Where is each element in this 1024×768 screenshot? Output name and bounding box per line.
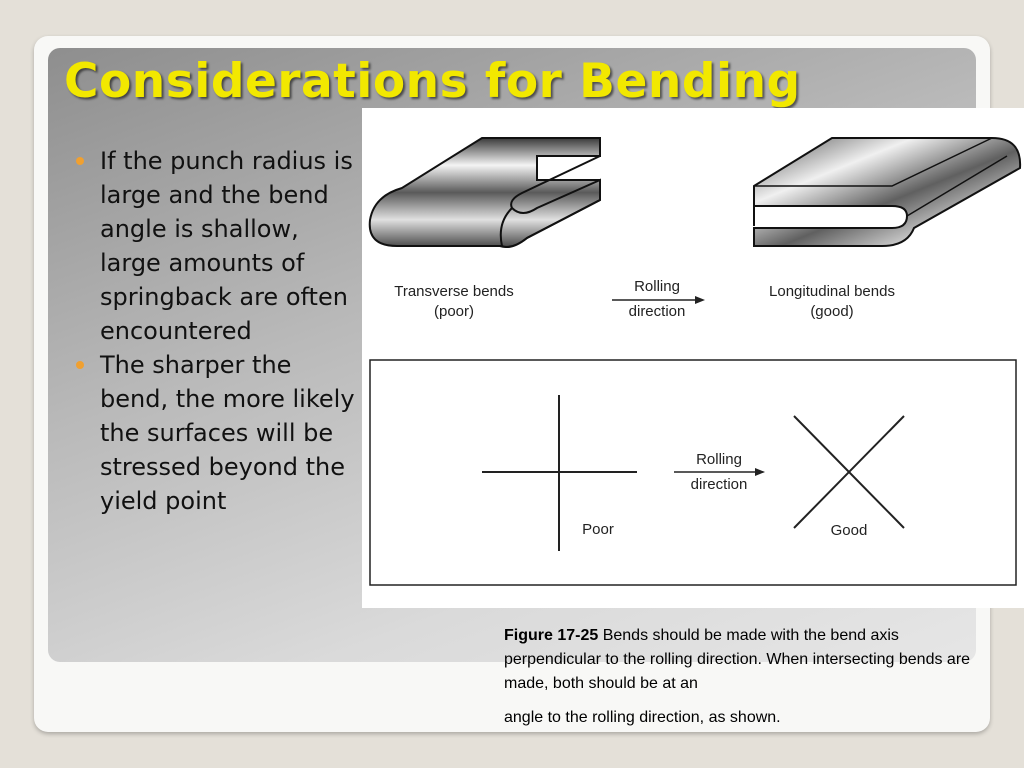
transverse-rating: (poor) bbox=[434, 303, 474, 320]
caption-last-line: angle to the rolling direction, as shown… bbox=[504, 709, 781, 726]
top-rolling-label: Rolling bbox=[634, 278, 680, 295]
figure-caption: Figure 17-25 Bends should be made with t… bbox=[504, 624, 974, 730]
bullet-item: If the punch radius is large and the ben… bbox=[76, 144, 366, 348]
slide-title: Considerations for Bending bbox=[64, 54, 801, 109]
bottom-arrowhead-icon bbox=[755, 468, 765, 476]
bottom-rolling-label: Rolling bbox=[696, 451, 742, 468]
top-direction-label: direction bbox=[629, 303, 686, 320]
bullet-text: If the punch radius is large and the ben… bbox=[100, 147, 353, 345]
bullet-dot-icon bbox=[76, 157, 84, 165]
poor-cross-shape bbox=[482, 395, 637, 551]
bending-figure-svg: Transverse bends (poor) Rolling directio… bbox=[368, 137, 1022, 586]
caption-label: Figure 17-25 bbox=[504, 627, 599, 644]
transverse-bend-shape bbox=[368, 137, 601, 248]
bullet-item: The sharper the bend, the more likely th… bbox=[76, 348, 366, 518]
longitudinal-label: Longitudinal bends bbox=[769, 283, 895, 300]
bending-figure: Transverse bends (poor) Rolling directio… bbox=[362, 108, 1024, 608]
good-label: Good bbox=[831, 522, 868, 539]
longitudinal-rating: (good) bbox=[810, 303, 853, 320]
poor-label: Poor bbox=[582, 521, 614, 538]
longitudinal-bend-shape bbox=[753, 137, 1022, 247]
bullet-text: The sharper the bend, the more likely th… bbox=[100, 351, 355, 515]
intersecting-bends-box bbox=[369, 359, 1017, 586]
bullet-list: If the punch radius is large and the ben… bbox=[76, 144, 366, 518]
bullet-dot-icon bbox=[76, 361, 84, 369]
top-arrowhead-icon bbox=[695, 296, 705, 304]
bottom-direction-label: direction bbox=[691, 476, 748, 493]
caption-text: Bends should be made with the bend axis … bbox=[504, 627, 971, 692]
transverse-label: Transverse bends bbox=[394, 283, 514, 300]
good-x-shape bbox=[793, 415, 905, 529]
